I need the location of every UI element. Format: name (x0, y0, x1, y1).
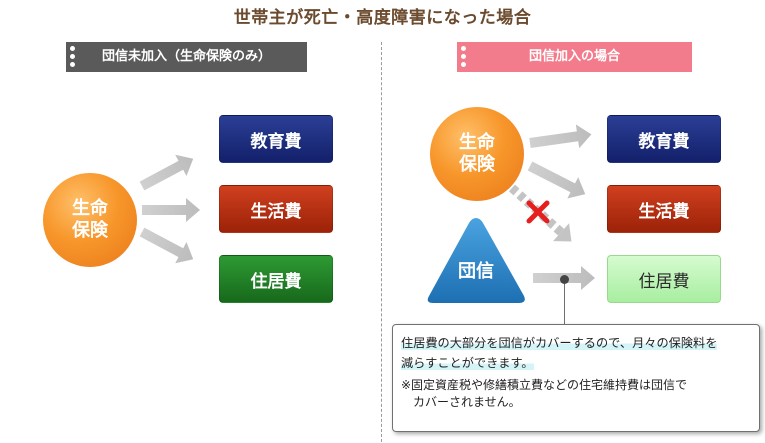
life-insurance-circle-left: 生命 保険 (43, 173, 137, 267)
circle-line-1: 生命 (72, 198, 108, 219)
page-title: 世帯主が死亡・高度障害になった場合 (233, 8, 532, 28)
living-cost-box-left: 生活費 (219, 185, 333, 233)
tag-holes (461, 46, 467, 68)
callout-pointer-line (564, 278, 565, 324)
note-line-3: ※固定資産税や修繕積立費などの住宅維持費は団信で (401, 378, 688, 392)
housing-cost-box-left: 住居費 (219, 255, 333, 303)
tag-with-dansin: 団信加入の場合 (457, 42, 692, 72)
education-cost-box-right: 教育費 (607, 115, 721, 163)
circle-line-2: 保険 (459, 154, 495, 175)
tag-without-dansin: 団信未加入（生命保険のみ） (66, 42, 307, 72)
tag-holes (70, 46, 76, 68)
dansin-triangle (427, 218, 525, 303)
housing-cost-box-right: 住居費 (607, 255, 721, 303)
arrow-right-middle (527, 161, 586, 199)
center-divider (381, 42, 382, 442)
arrow-left-middle (142, 198, 200, 222)
education-cost-box-left: 教育費 (219, 115, 333, 163)
callout-pointer-dot (560, 275, 569, 284)
note-line-1: 住居費の大部分を団信がカバーするので、月々の保険料を (401, 336, 718, 350)
note-line-2: 減らすことができます。 (401, 356, 534, 370)
circle-line-2: 保険 (72, 220, 108, 241)
tag-label: 団信未加入（生命保険のみ） (101, 49, 271, 64)
living-cost-box-right: 生活費 (607, 185, 721, 233)
circle-line-1: 生命 (459, 132, 495, 153)
arrow-left-lower (139, 227, 194, 264)
tag-label: 団信加入の場合 (528, 49, 620, 64)
explanation-callout: 住居費の大部分を団信がカバーするので、月々の保険料を 減らすことができます。 ※… (392, 324, 760, 432)
life-insurance-circle-right: 生命 保険 (430, 107, 524, 201)
dansin-label: 団信 (458, 261, 494, 282)
arrow-left-upper (139, 154, 194, 191)
note-line-4: カバーされません。 (413, 395, 521, 409)
arrow-right-upper (529, 124, 592, 149)
cross-icon (526, 200, 550, 224)
